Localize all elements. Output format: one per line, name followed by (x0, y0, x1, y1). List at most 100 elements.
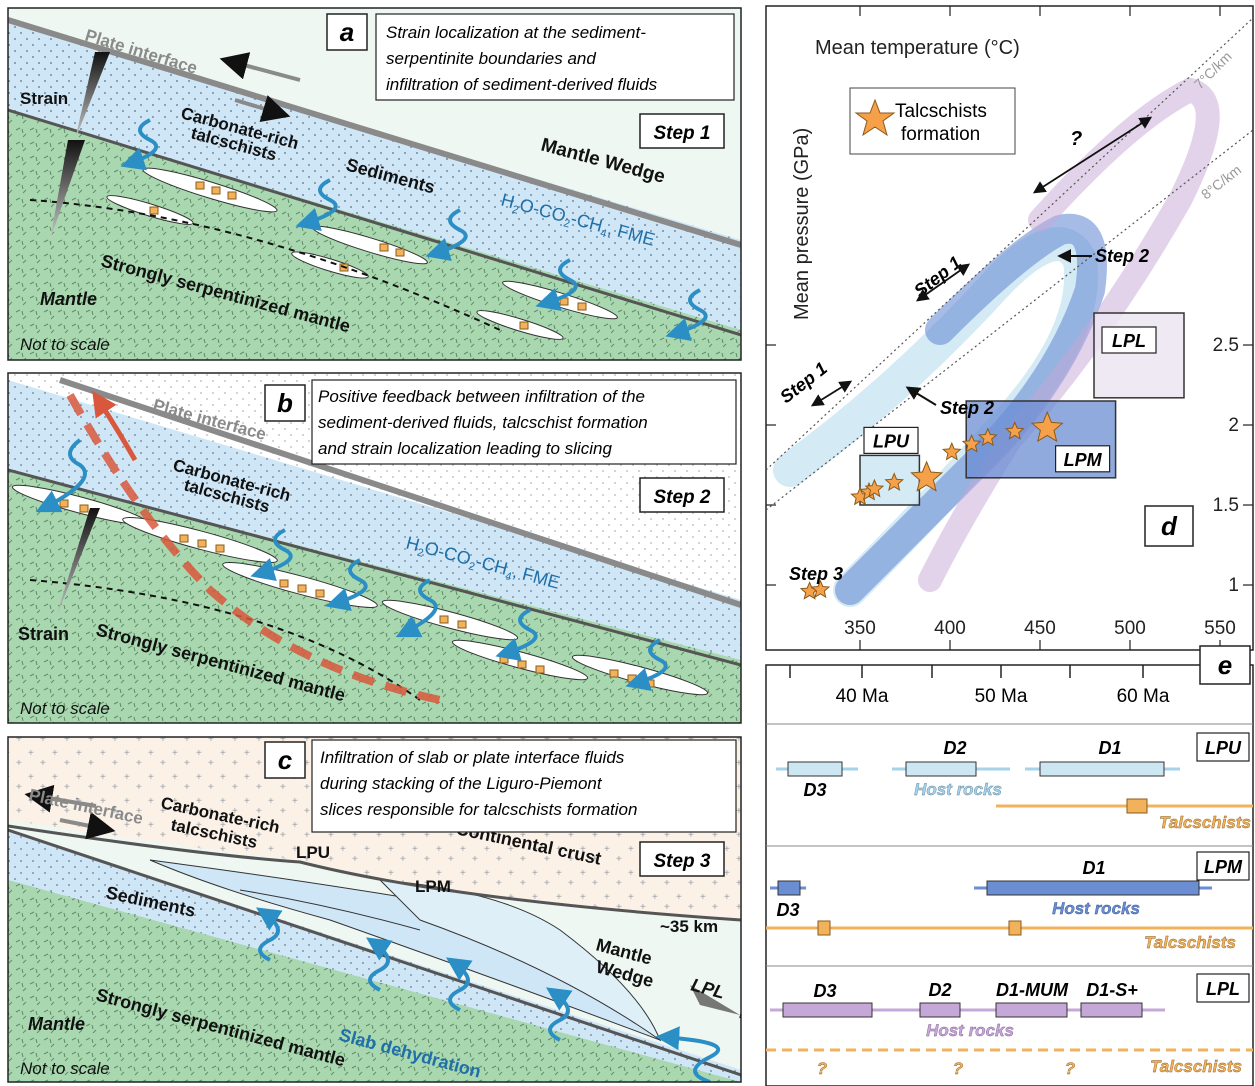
timeline-lpu: LPU D3 D2 D1 Host rocks Talcschists (776, 732, 1253, 832)
lpm-talc: Talcschists (1144, 933, 1236, 952)
legend-star-icon (854, 98, 896, 137)
legend-text-2: formation (901, 124, 980, 145)
talc-star-point (1004, 421, 1025, 440)
box-lpl (1093, 312, 1185, 399)
talc-star-point (941, 441, 962, 461)
panel-b: Plate interface Carbonate-rich talcschis… (7, 372, 742, 724)
strain-label-b: Strain (18, 624, 69, 644)
step-1-label: Step 1 (653, 123, 710, 144)
x-tick-label: 550 (1204, 618, 1236, 639)
step2-label-b: Step 2 (940, 398, 994, 418)
not-to-scale-label-b: Not to scale (20, 699, 110, 718)
panel-c-letter: c (278, 745, 293, 775)
step-2-box (639, 477, 725, 513)
panel-e-letter-box (1199, 645, 1251, 685)
panel-c-caption-2: during stacking of the Liguro-Piemont (320, 774, 603, 793)
lpl-q3: ? (1065, 1059, 1076, 1078)
axis-label-40: 40 Ma (836, 686, 889, 707)
panel-c-caption-3: slices responsible for talcschists forma… (320, 800, 637, 819)
box-label-frame-lpm (1054, 445, 1111, 473)
talc-star-point (961, 433, 982, 453)
talc-star-point (810, 579, 831, 599)
box-label-frame-lpu (863, 426, 919, 454)
box-label-lpm: LPM (1064, 450, 1103, 470)
box-label-lpl: LPL (1112, 331, 1146, 351)
lpl-q2: ? (953, 1059, 964, 1078)
step-2-label: Step 2 (653, 487, 710, 508)
mantle-label: Mantle (40, 289, 97, 309)
panel-b-caption-box (311, 379, 737, 465)
step-3-label: Step 3 (653, 851, 710, 872)
timeline-lpl: LPL D3 D2 D1-MUM D1-S+ Host rocks ? ? ? … (766, 973, 1253, 1078)
lpu-row-label: LPU (1205, 738, 1242, 758)
y-axis-label: Mean pressure (GPa) (791, 128, 813, 320)
lpl-q1: ? (817, 1059, 828, 1078)
lpl-d2: D2 (928, 980, 951, 1000)
panel-e: 40 Ma 50 Ma 60 Ma e LPU D3 D2 D1 Host ro… (765, 645, 1254, 1086)
timeline-lpm: LPM D3 D1 Host rocks Talcschists (766, 851, 1253, 952)
x-tick-label: 500 (1114, 618, 1146, 639)
panel-a-caption-1: Strain localization at the sediment- (386, 23, 646, 42)
lpl-host: Host rocks (926, 1021, 1014, 1040)
panel-a-letter-box (326, 13, 368, 51)
y-tick-label: 1.5 (1213, 495, 1239, 516)
panel-a-letter: a (340, 17, 354, 47)
lpu-label-c: LPU (296, 843, 330, 862)
strain-label: Strain (20, 89, 68, 108)
talc-star-point (910, 460, 944, 492)
box-label-lpu: LPU (873, 431, 910, 451)
lpm-d3: D3 (776, 900, 799, 920)
lpl-d3: D3 (813, 981, 836, 1001)
panel-b-caption-3: and strain localization leading to slici… (318, 439, 612, 458)
talc-star-point (977, 427, 998, 447)
panel-b-letter: b (277, 388, 293, 418)
lpm-d1: D1 (1082, 858, 1105, 878)
depth-label: ~35 km (660, 917, 718, 936)
x-tick-label: 350 (844, 618, 876, 639)
strain-wedge-icon (50, 52, 110, 240)
lpm-label-c: LPM (415, 877, 451, 896)
panel-d-letter-box (1144, 505, 1194, 547)
panel-c: Plate interface Carbonate-rich talcschis… (7, 736, 742, 1083)
panel-c-letter-box (264, 741, 306, 779)
lpm-host: Host rocks (1052, 899, 1140, 918)
box-label-frame-lpl (1101, 326, 1157, 354)
lpu-d1: D1 (1098, 738, 1121, 758)
lpu-d3: D3 (803, 780, 826, 800)
step3-label: Step 3 (789, 564, 843, 584)
axis-label-50: 50 Ma (975, 686, 1028, 707)
lpm-row-label: LPM (1204, 857, 1243, 877)
lpl-d1mum: D1-MUM (996, 980, 1069, 1000)
y-tick-label: 2 (1228, 415, 1239, 436)
legend-text-1: Talcschists (895, 101, 987, 122)
x-tick-label: 450 (1024, 618, 1056, 639)
lpu-d2: D2 (943, 738, 966, 758)
not-to-scale-label: Not to scale (20, 335, 110, 354)
lpl-talc: Talcschists (1150, 1057, 1242, 1076)
fluid-arrows (120, 118, 708, 341)
panel-b-letter-box (264, 384, 306, 422)
mantle-label-c: Mantle (28, 1014, 85, 1034)
pt-points (799, 410, 1064, 600)
y-tick-label: 2.5 (1213, 335, 1239, 356)
not-to-scale-label-c: Not to scale (20, 1059, 110, 1078)
step-3-box (639, 841, 725, 877)
panel-a-caption-3: infiltration of sediment-derived fluids (386, 75, 658, 94)
panel-e-letter: e (1218, 650, 1232, 680)
question-mark: ? (1070, 128, 1082, 150)
lpl-row-label: LPL (1206, 979, 1240, 999)
panel-d-letter: d (1161, 511, 1178, 541)
axis-label-60: 60 Ma (1117, 686, 1170, 707)
panel-b-caption-2: sediment-derived fluids, talcschist form… (318, 413, 648, 432)
x-axis-label: Mean temperature (°C) (815, 37, 1020, 59)
panel-c-caption-box (311, 739, 737, 833)
panel-c-caption-1: Infiltration of slab or plate interface … (320, 748, 625, 767)
panel-a-caption-2: serpentinite boundaries and (386, 49, 596, 68)
lpu-talc: Talcschists (1159, 813, 1251, 832)
talc-star-point (1030, 410, 1064, 443)
x-tick-label: 400 (934, 618, 966, 639)
panel-a: Plate interface Strain Carbonate-rich ta… (7, 7, 742, 361)
